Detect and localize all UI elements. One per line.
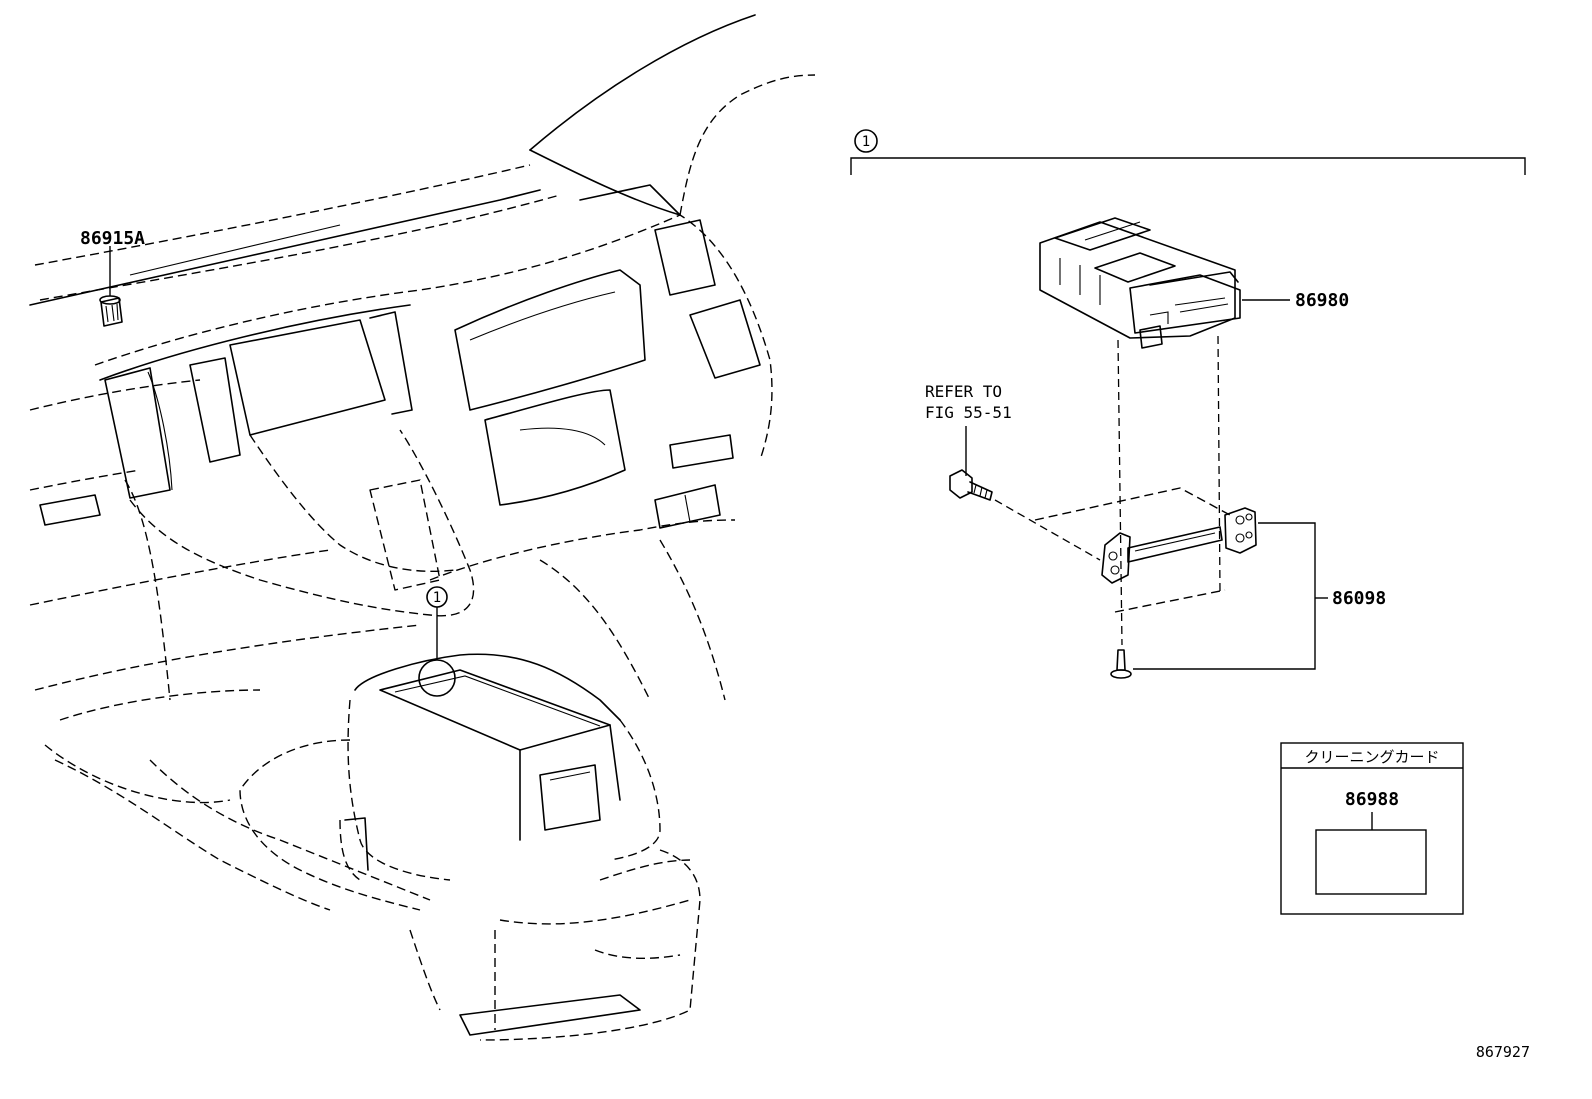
cleaning-card-box: クリーニングカード 86988: [1280, 742, 1464, 915]
figure-id: 867927: [1476, 1043, 1530, 1061]
group-bracket: [850, 157, 1526, 175]
part-number-86988: 86988: [1345, 789, 1399, 810]
mount-guide-left: [1117, 339, 1123, 646]
cleaning-card-title: クリーニングカード: [1304, 748, 1439, 766]
screw-icon: [1110, 649, 1132, 679]
part-number-86915A: 86915A: [80, 228, 145, 249]
refer-text-line1: REFER TO: [925, 382, 1002, 401]
location-marker-circle: [418, 659, 456, 697]
part-86980-module: [1039, 217, 1241, 349]
mount-guide-right: [1217, 335, 1221, 593]
cleaning-card-icon: [1315, 829, 1427, 895]
refer-text-line2: FIG 55-51: [925, 403, 1012, 422]
part-number-86098: 86098: [1332, 588, 1386, 609]
vehicle-interior-illustration: [29, 14, 816, 1041]
callout-circle-right: [854, 129, 878, 153]
bolt-icon: [949, 469, 993, 501]
leader-86098: [1133, 522, 1316, 670]
part-86915A-clip: [99, 295, 123, 327]
part-number-86980: 86980: [1295, 290, 1349, 311]
bolt-guide: [994, 499, 1101, 561]
callout-number-left: 1: [433, 590, 441, 606]
part-86098-bracket: [1034, 487, 1257, 613]
callout-number-right: 1: [862, 134, 870, 150]
